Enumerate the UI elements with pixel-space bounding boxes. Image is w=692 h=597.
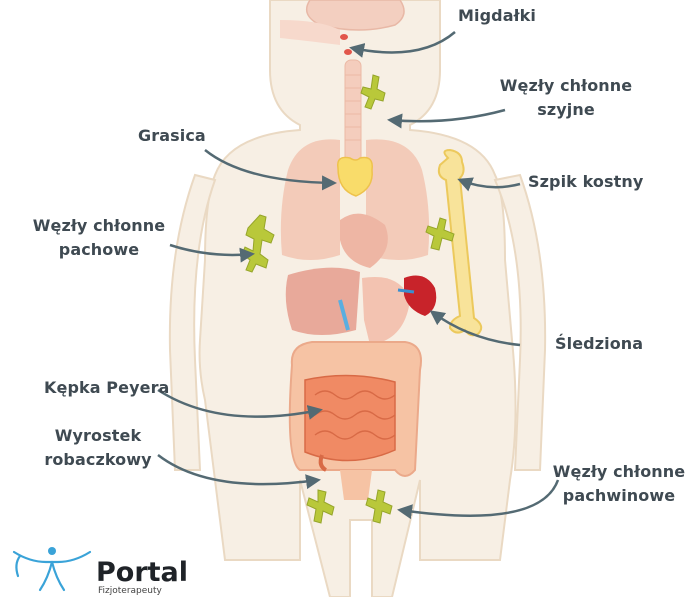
rectum — [340, 470, 372, 500]
label-migdalki: Migdałki — [458, 4, 536, 28]
logo-figure-icon — [14, 547, 90, 590]
logo-title: Portal — [96, 558, 188, 588]
label-kepka: Kępka Peyera — [44, 376, 169, 400]
label-grasica: Grasica — [138, 124, 206, 148]
label-wezly-pachwinowe: Węzły chłonne pachwinowe — [548, 460, 690, 508]
label-szpik: Szpik kostny — [528, 170, 643, 194]
label-sledziona: Śledziona — [555, 332, 643, 356]
tonsil — [344, 49, 352, 55]
tonsil — [340, 34, 348, 40]
logo-subtitle: Fizjoterapeuty — [98, 585, 162, 597]
label-wezly-pachowe: Węzły chłonne pachowe — [28, 214, 170, 262]
liver — [286, 268, 360, 335]
label-line: pachowe — [28, 238, 170, 262]
label-line: robaczkowy — [38, 448, 158, 472]
spleen-vessel — [398, 290, 414, 292]
label-wyrostek: Wyrostek robaczkowy — [38, 424, 158, 472]
label-line: Węzły chłonne — [548, 460, 690, 484]
label-wezly-szyjne: Węzły chłonne szyjne — [496, 74, 636, 122]
label-line: szyjne — [496, 98, 636, 122]
label-line: Węzły chłonne — [496, 74, 636, 98]
label-line: Węzły chłonne — [28, 214, 170, 238]
label-line: Wyrostek — [38, 424, 158, 448]
label-line: pachwinowe — [548, 484, 690, 508]
trachea — [345, 60, 361, 170]
